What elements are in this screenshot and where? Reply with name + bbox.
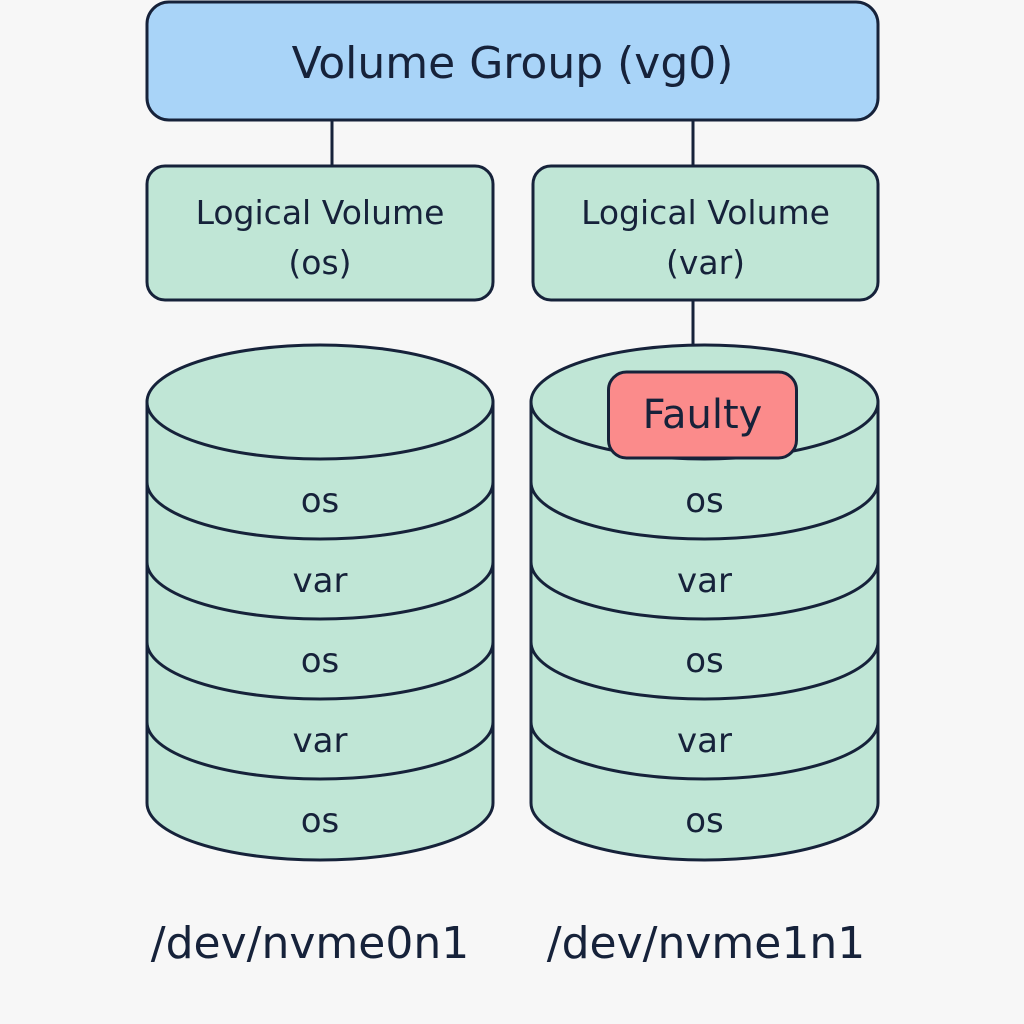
- disk-body: [145, 400, 495, 862]
- extent-label: var: [677, 561, 732, 601]
- extent-separator: [529, 561, 880, 621]
- extent-label: os: [301, 641, 340, 681]
- extent-separator: [145, 561, 495, 621]
- extent-label: os: [685, 801, 724, 841]
- extent-separator: [529, 641, 880, 701]
- disk-nvme1n1: os var os var os Faulty: [529, 343, 880, 862]
- device-label: /dev/nvme0n1: [151, 918, 469, 969]
- extent-separator: [145, 641, 495, 701]
- extent-separator: [145, 481, 495, 541]
- extent-label: var: [293, 561, 348, 601]
- logical-volume-name: (var): [666, 243, 745, 282]
- extent-label: os: [685, 641, 724, 681]
- extent-label: os: [685, 481, 724, 521]
- logical-volume-name: (os): [288, 243, 351, 282]
- logical-volume-var: Logical Volume (var): [531, 164, 880, 302]
- extent-label: var: [293, 721, 348, 761]
- disk-top: [145, 343, 495, 461]
- logical-volume-title: Logical Volume: [196, 193, 445, 232]
- volume-group-label: Volume Group (vg0): [292, 38, 734, 89]
- disk-body: [529, 400, 880, 862]
- faulty-status-badge: Faulty: [607, 370, 798, 460]
- extent-label: os: [301, 801, 340, 841]
- disk-nvme0n1: os var os var os: [145, 343, 495, 862]
- device-label: /dev/nvme1n1: [547, 918, 865, 969]
- extent-separator: [529, 721, 880, 781]
- extent-separator: [145, 721, 495, 781]
- logical-volume-title: Logical Volume: [581, 193, 830, 232]
- logical-volume-os: Logical Volume (os): [145, 164, 495, 302]
- volume-group-box: Volume Group (vg0): [145, 0, 880, 122]
- status-label: Faulty: [643, 392, 763, 438]
- extent-separator: [529, 481, 880, 541]
- extent-label: os: [301, 481, 340, 521]
- extent-label: var: [677, 721, 732, 761]
